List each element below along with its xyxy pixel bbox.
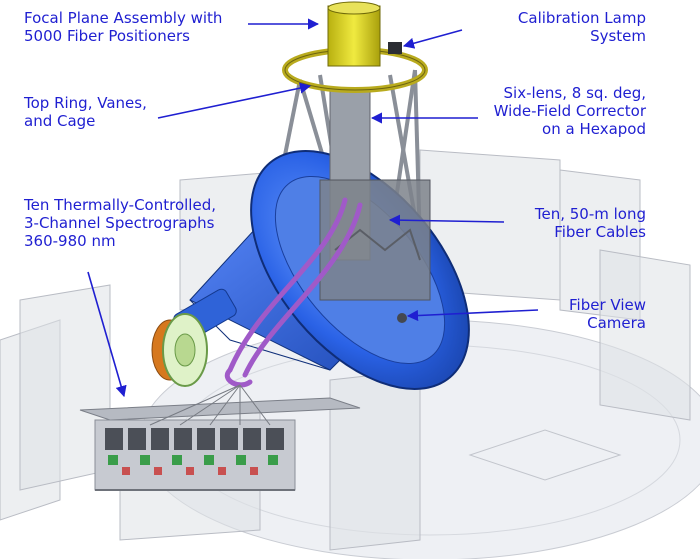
callout-arrows (87, 18, 539, 398)
arrow-fiber-view (406, 309, 539, 322)
focal-plane-assembly (327, 1, 381, 67)
arrow-spectrographs (87, 271, 127, 398)
label-focal-plane: Focal Plane Assembly with 5000 Fiber Pos… (24, 9, 223, 45)
fiber-cable-drop (149, 384, 271, 426)
label-fiber-view-camera: Fiber View Camera (569, 296, 646, 332)
arrow-top-ring (157, 82, 312, 119)
arrow-calibration (402, 29, 463, 49)
declination-bearing (151, 313, 208, 387)
label-fiber-cables: Ten, 50-m long Fiber Cables (534, 205, 646, 241)
arrow-fiber-cables (388, 214, 505, 226)
label-top-ring: Top Ring, Vanes, and Cage (24, 94, 147, 130)
label-spectrographs: Ten Thermally-Controlled, 3-Channel Spec… (24, 196, 216, 250)
label-calibration-lamp: Calibration Lamp System (517, 9, 646, 45)
corrector-barrel (319, 89, 431, 301)
label-corrector: Six-lens, 8 sq. deg, Wide-Field Correcto… (493, 84, 646, 138)
calibration-lamp (388, 42, 402, 54)
fiber-view-camera (397, 313, 407, 323)
spectrograph-rack (79, 397, 361, 491)
fiber-cables (225, 197, 363, 388)
